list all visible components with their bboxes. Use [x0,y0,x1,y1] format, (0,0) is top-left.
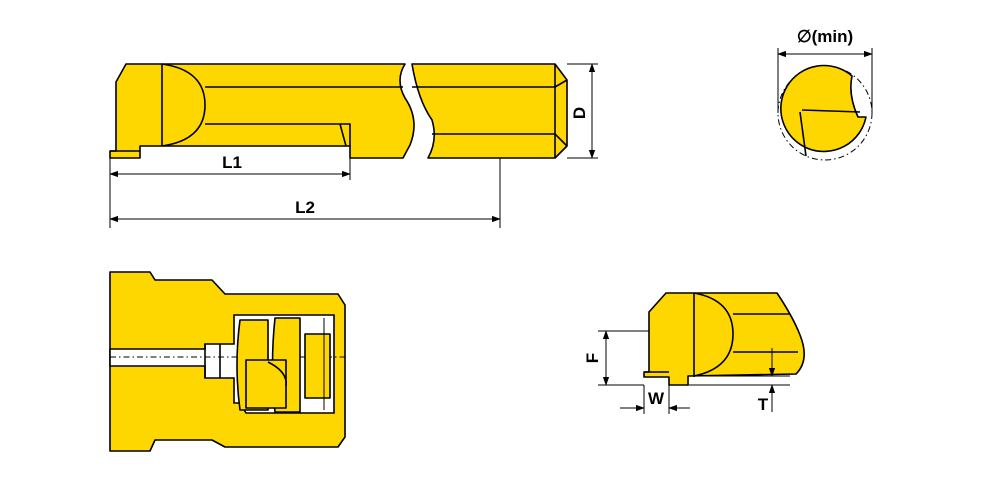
screw-tip [304,333,331,399]
label-t: T [758,395,769,414]
bar-right-section [411,63,568,159]
end-flat-line [801,109,861,113]
section-view [109,271,346,452]
label-d: D [570,107,589,119]
pin-lines [204,344,221,378]
insert-detail: F W T [583,292,805,414]
end-vertical-line [799,111,807,157]
chamfer-bottom [554,133,568,147]
insert-detail-body [643,292,805,386]
label-w: W [648,389,665,408]
insert-curve [267,361,287,387]
insert-in-section [245,359,287,409]
bar-step-line [340,123,351,146]
end-section [780,64,867,153]
end-view: ∅(min) [777,27,873,161]
dim-dia-extension [777,48,873,113]
detail-clamp-curve [693,292,734,377]
label-l1: L1 [222,153,242,172]
label-l2: L2 [295,198,315,217]
side-view: D L1 L2 [109,63,598,228]
label-f: F [583,353,602,363]
label-dia-min: ∅(min) [797,27,853,46]
insert-clamp-curve [161,63,206,147]
chamfer-top [554,79,568,88]
bar-left-section [109,63,415,159]
dim-t-extension [688,375,790,386]
